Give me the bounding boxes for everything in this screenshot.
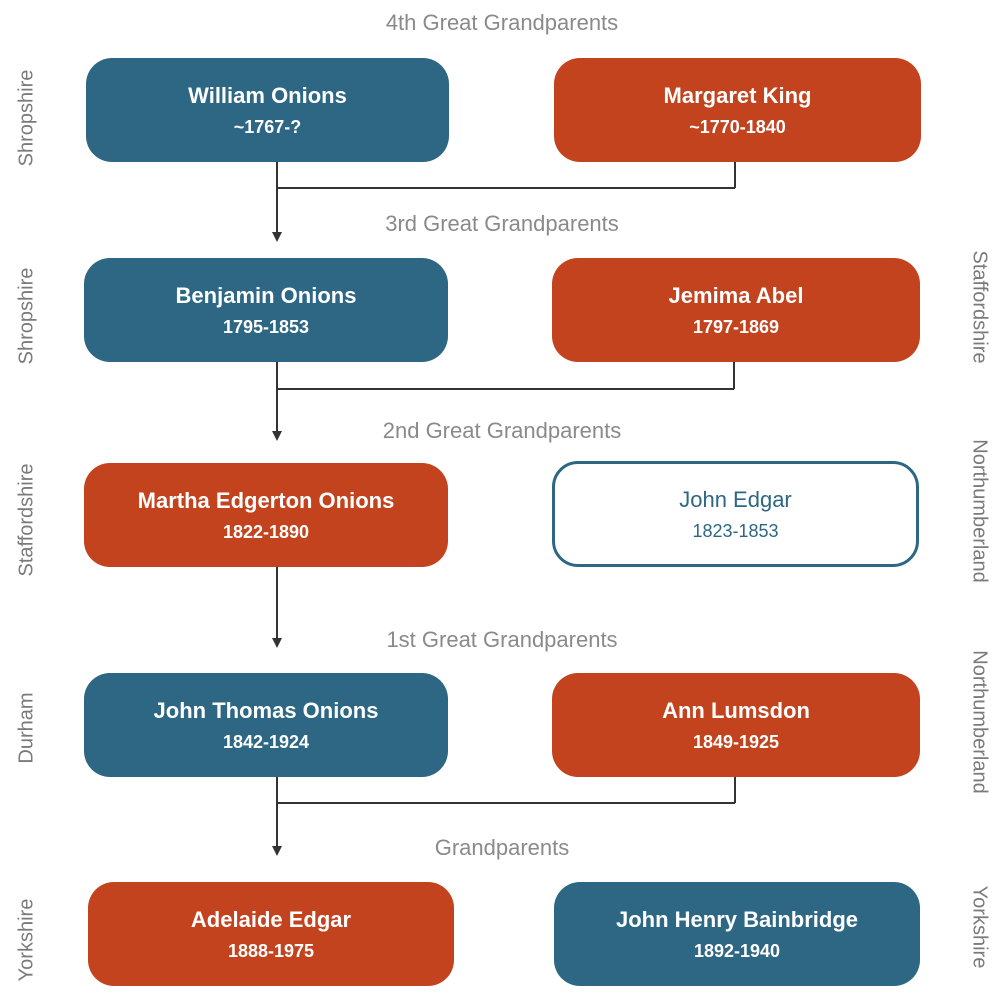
generation-label-2nd: 2nd Great Grandparents xyxy=(382,418,622,443)
person-name: Benjamin Onions xyxy=(175,282,357,308)
person-name: Margaret King xyxy=(663,82,812,108)
person-box-ann-lumsdon: Ann Lumsdon 1849-1925 xyxy=(552,673,920,777)
person-dates: 1842-1924 xyxy=(222,732,310,753)
person-dates: 1888-1975 xyxy=(227,941,315,962)
arrow-down-3 xyxy=(272,638,282,648)
person-dates: 1823-1853 xyxy=(692,521,779,542)
person-dates: 1795-1853 xyxy=(222,317,310,338)
person-box-benjamin-onions: Benjamin Onions 1795-1853 xyxy=(84,258,448,362)
generation-label-1st: 1st Great Grandparents xyxy=(386,627,618,652)
person-name: John Henry Bainbridge xyxy=(615,906,859,932)
person-dates: 1797-1869 xyxy=(692,317,780,338)
person-name: William Onions xyxy=(188,82,347,108)
person-box-jemima-abel: Jemima Abel 1797-1869 xyxy=(552,258,920,362)
arrow-down-2 xyxy=(272,431,282,441)
person-dates: ~1770-1840 xyxy=(689,117,786,138)
person-dates: 1892-1940 xyxy=(693,941,781,962)
person-name: Martha Edgerton Onions xyxy=(137,487,395,513)
person-box-william-onions: William Onions ~1767-? xyxy=(86,58,449,162)
person-name: Adelaide Edgar xyxy=(190,906,352,932)
person-box-john-edgar: John Edgar 1823-1853 xyxy=(552,461,919,567)
person-box-john-henry-bainbridge: John Henry Bainbridge 1892-1940 xyxy=(554,882,920,986)
person-box-margaret-king: Margaret King ~1770-1840 xyxy=(554,58,921,162)
arrow-down-4 xyxy=(272,846,282,856)
person-name: John Thomas Onions xyxy=(153,697,379,723)
person-name: Ann Lumsdon xyxy=(662,697,810,723)
person-box-martha-edgerton-onions: Martha Edgerton Onions 1822-1890 xyxy=(84,463,448,567)
person-box-john-thomas-onions: John Thomas Onions 1842-1924 xyxy=(84,673,448,777)
generation-label-grandparents: Grandparents xyxy=(434,835,570,860)
generation-label-3rd: 3rd Great Grandparents xyxy=(385,211,619,236)
person-dates: 1849-1925 xyxy=(692,732,780,753)
person-name: John Edgar xyxy=(679,486,792,512)
person-dates: 1822-1890 xyxy=(222,522,310,543)
person-dates: ~1767-? xyxy=(233,117,302,138)
person-name: Jemima Abel xyxy=(668,282,804,308)
generation-label-4th: 4th Great Grandparents xyxy=(385,10,619,35)
person-box-adelaide-edgar: Adelaide Edgar 1888-1975 xyxy=(88,882,454,986)
arrow-down-1 xyxy=(272,232,282,242)
